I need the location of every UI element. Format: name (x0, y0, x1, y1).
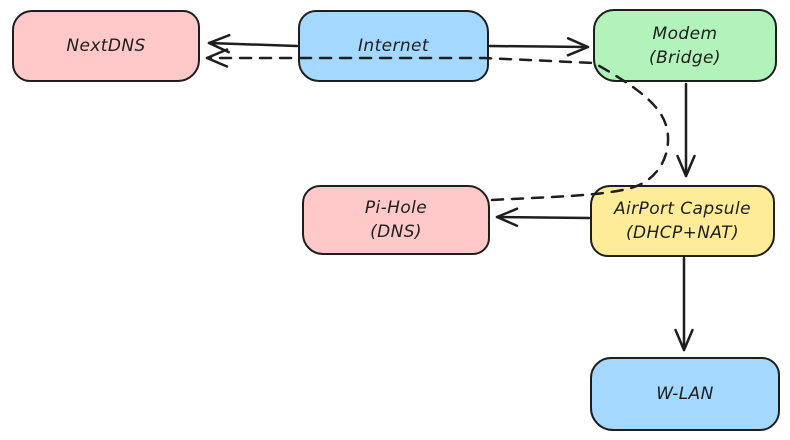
node-airport-capsule-label: AirPort Capsule (614, 199, 751, 219)
edge-internet-to-nextdns (207, 33, 299, 54)
node-pihole[interactable]: Pi-Hole (DNS) (302, 185, 490, 255)
node-airport-capsule-sublabel: (DHCP+NAT) (626, 223, 739, 243)
node-modem-label: Modem (652, 23, 718, 44)
node-airport-capsule[interactable]: AirPort Capsule (DHCP+NAT) (590, 185, 775, 257)
node-internet[interactable]: Internet (298, 10, 489, 82)
node-wlan-label: W-LAN (656, 384, 714, 404)
edge-airport-to-pihole (495, 207, 591, 227)
edge-internet-to-modem (488, 37, 590, 57)
node-internet-label: Internet (357, 36, 429, 56)
node-modem[interactable]: Modem (Bridge) (593, 9, 777, 82)
node-modem-sublabel: (Bridge) (649, 47, 721, 68)
node-wlan[interactable]: W-LAN (590, 357, 780, 431)
node-pihole-sublabel: (DNS) (370, 222, 422, 242)
node-nextdns-label: NextDNS (66, 36, 146, 56)
node-pihole-label: Pi-Hole (364, 198, 428, 218)
node-nextdns[interactable]: NextDNS (12, 10, 200, 82)
